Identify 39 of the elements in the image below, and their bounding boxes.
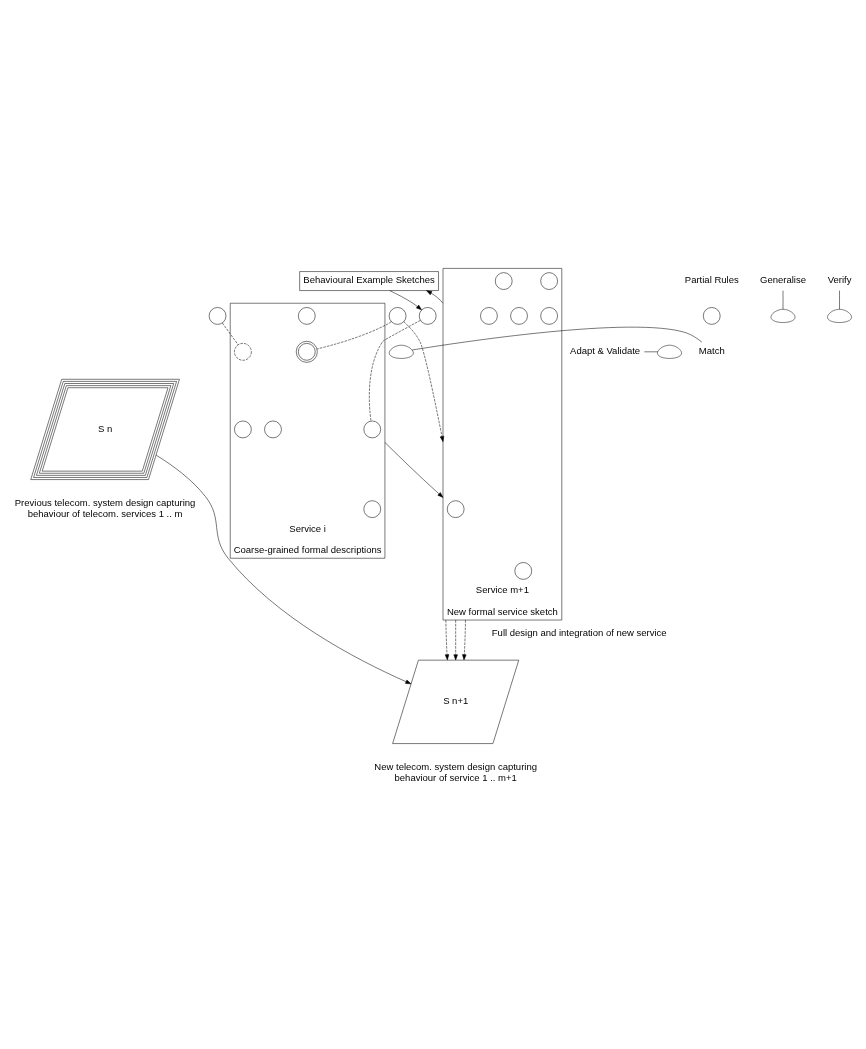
node-circle (418, 306, 436, 325)
node-circle (702, 306, 720, 325)
node-circle (479, 306, 498, 325)
label: Partial Rules (684, 273, 739, 285)
node-circle (539, 306, 558, 325)
node-circle (446, 499, 464, 518)
node-label: New telecom. system design capturing behaviour of service 1 .. m+1 (373, 760, 537, 783)
arrow (425, 289, 443, 303)
label: Full design and integration of new service (491, 626, 667, 638)
node-circle (509, 306, 528, 325)
arrow (384, 441, 443, 498)
arrow (403, 320, 444, 442)
node-circle (494, 271, 512, 290)
node-cloud (656, 344, 682, 359)
node-text: Generalise (759, 273, 806, 285)
node-text: Verify (827, 273, 851, 285)
node-cloud (770, 308, 795, 323)
node-text: Match (698, 344, 725, 356)
node-circle (233, 420, 252, 438)
arrow (444, 619, 449, 660)
arrow (453, 619, 458, 660)
node-circle (363, 420, 381, 438)
node-circle (208, 306, 226, 325)
node-cloud (826, 308, 852, 323)
node-circle (233, 342, 252, 361)
node-circle (388, 306, 406, 325)
node-circle (363, 499, 381, 518)
node-text: Adapt & Validate (569, 344, 640, 356)
node-label: Coarse-grained formal descriptions (233, 543, 381, 555)
arrow (461, 619, 466, 660)
arrow (155, 454, 411, 684)
node-circle (297, 306, 315, 325)
node-circle (514, 561, 532, 580)
node-box: Behavioural Example Sketches (298, 270, 439, 291)
node-circle (263, 420, 282, 438)
node-label: Previous telecom. system design capturing behaviour of telecom. services 1 .. m (14, 496, 195, 519)
node-circle (539, 271, 558, 290)
node-cloud (388, 344, 414, 359)
node-label: New formal service sketch (446, 605, 558, 617)
